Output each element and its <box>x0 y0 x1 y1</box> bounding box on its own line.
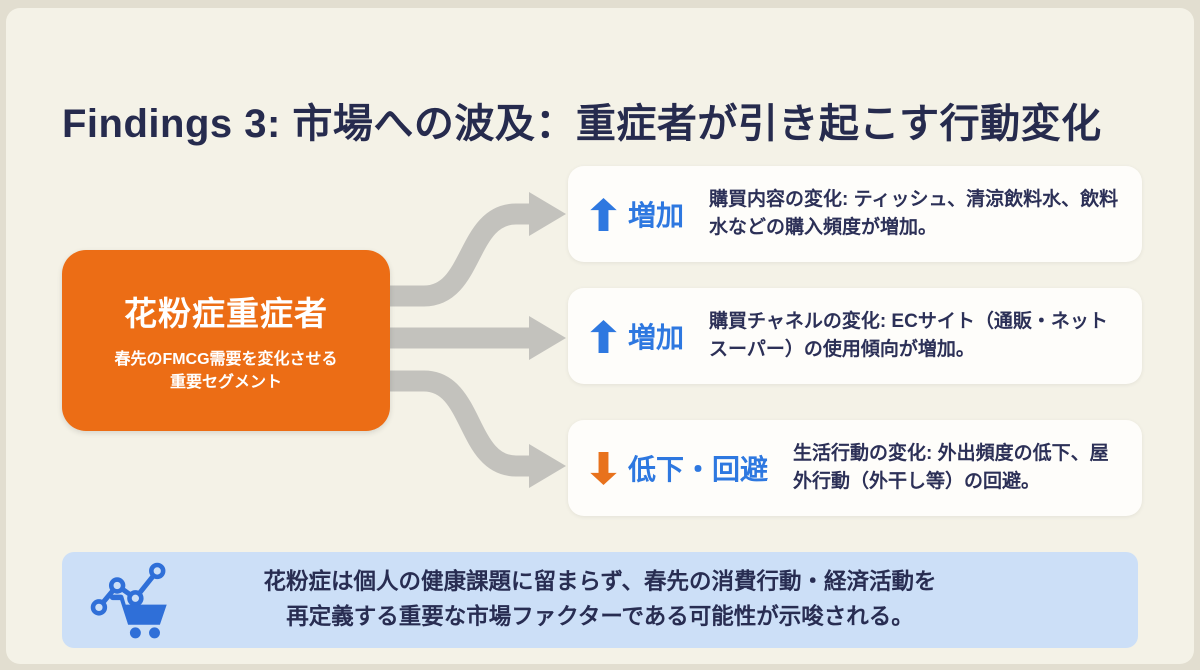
card-label: 増加 <box>628 200 685 231</box>
arrow-up-icon <box>590 197 617 231</box>
conclusion-text: 花粉症は個人の健康課題に留まらず、春先の消費行動・経済活動を 再定義する重要な市… <box>62 552 1138 648</box>
card-head: 増加 <box>590 194 684 234</box>
card-description: 購買内容の変化: ティッシュ、清涼飲料水、飲料水などの購入頻度が増加。 <box>709 189 1119 238</box>
behavior-card-purchase-channel: 増加 購買チャネルの変化: ECサイト（通販・ネットスーパー）の使用傾向が増加。 <box>568 288 1142 384</box>
card-label: 増加 <box>628 322 685 353</box>
arrow-down-icon <box>590 451 617 485</box>
card-head: 低下・回避 <box>590 448 768 488</box>
card-description: 購買チャネルの変化: ECサイト（通販・ネットスーパー）の使用傾向が増加。 <box>709 311 1108 360</box>
segment-subtitle-line2: 重要セグメント <box>169 374 282 391</box>
card-label: 低下・回避 <box>628 454 769 485</box>
chart-cart-icon <box>90 562 167 639</box>
segment-box: 花粉症重症者 春先のFMCG需要を変化させる 重要セグメント <box>62 250 390 431</box>
conclusion-line1: 花粉症は個人の健康課題に留まらず、春先の消費行動・経済活動を <box>263 569 937 595</box>
slide-title: Findings 3: 市場への波及：重症者が引き起こす行動変化 <box>62 101 1102 146</box>
segment-subtitle-line1: 春先のFMCG需要を変化させる <box>114 350 338 368</box>
segment-subtitle: 春先のFMCG需要を変化させる 重要セグメント <box>114 348 337 394</box>
card-description: 生活行動の変化: 外出頻度の低下、屋外行動（外干し等）の回避。 <box>793 443 1109 492</box>
segment-title: 花粉症重症者 <box>124 294 328 332</box>
card-head: 増加 <box>590 316 684 356</box>
conclusion-banner: 花粉症は個人の健康課題に留まらず、春先の消費行動・経済活動を 再定義する重要な市… <box>62 552 1138 648</box>
behavior-card-purchase-content: 増加 購買内容の変化: ティッシュ、清涼飲料水、飲料水などの購入頻度が増加。 <box>568 166 1142 262</box>
arrow-up-icon <box>590 319 617 353</box>
behavior-card-lifestyle: 低下・回避 生活行動の変化: 外出頻度の低下、屋外行動（外干し等）の回避。 <box>568 420 1142 516</box>
conclusion-line2: 再定義する重要な市場ファクターである可能性が示唆される。 <box>286 604 914 629</box>
